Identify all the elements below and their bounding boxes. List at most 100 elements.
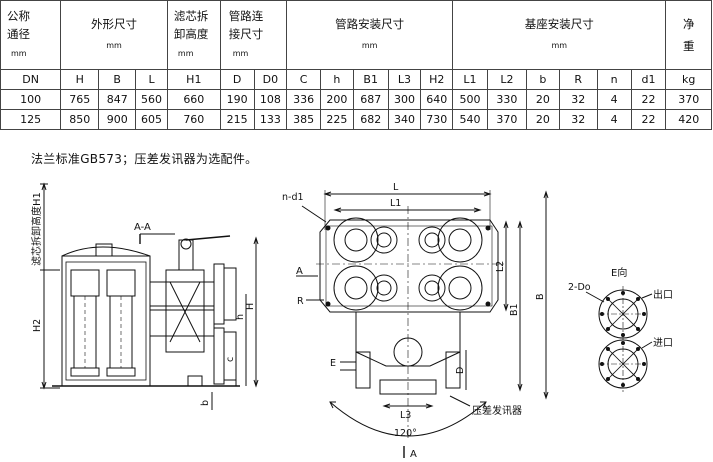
label-l1: L1 — [390, 198, 401, 209]
column-header: L2 — [486, 69, 527, 90]
column-header: h — [320, 69, 354, 90]
table-cell: 32 — [558, 109, 598, 130]
table-column-row: DN H B L H1 D D0 C h B1 L3 H2 L1 L2 b R … — [0, 69, 712, 90]
label-outlet: 出口 — [653, 288, 673, 301]
table-cell: 847 — [98, 89, 137, 110]
column-header: R — [558, 69, 598, 90]
table-row: 100 765 847 560 660 190 108 336 200 687 … — [0, 89, 712, 110]
table-cell: 660 — [166, 89, 221, 110]
table-cell: 850 — [60, 109, 100, 130]
table-cell: 22 — [630, 89, 667, 110]
column-header: d1 — [630, 69, 667, 90]
table-cell: 200 — [320, 89, 354, 110]
label-b1: B1 — [509, 303, 520, 316]
label-pressure-sensor: 压差发讯器 — [472, 404, 522, 417]
column-header: b — [525, 69, 560, 90]
label-l: L — [393, 182, 399, 193]
label-inlet: 进口 — [653, 337, 673, 349]
table-cell: 765 — [60, 89, 100, 110]
header-filter-height: 滤芯拆 卸高度 mm — [166, 0, 221, 70]
table-cell: 32 — [558, 89, 598, 110]
table-cell: 300 — [387, 89, 422, 110]
label-a-bottom: A — [410, 449, 417, 460]
table-cell: 330 — [486, 89, 527, 110]
table-cell: 125 — [0, 109, 62, 130]
label-l2: L2 — [495, 261, 506, 272]
label-l3: L3 — [400, 410, 411, 421]
label-h-big: H — [245, 303, 256, 310]
label-b: b — [200, 400, 211, 406]
spec-table: 公称 通径 mm 外形尺寸 mm 滤芯拆 卸高度 mm 管路连 接尺寸 mm 管… — [0, 0, 712, 130]
table-cell: 190 — [219, 89, 255, 110]
table-cell: 340 — [387, 109, 422, 130]
column-header: H1 — [166, 69, 221, 90]
table-cell: 4 — [596, 109, 632, 130]
side-section-view — [40, 182, 259, 410]
table-cell: 560 — [135, 89, 168, 110]
table-cell: 336 — [286, 89, 322, 110]
table-cell: 108 — [253, 89, 288, 110]
label-r: R — [297, 296, 304, 307]
table-cell: 500 — [452, 89, 488, 110]
label-h2: H2 — [32, 319, 43, 332]
label-section-aa: A-A — [134, 222, 151, 233]
header-outer-size: 外形尺寸 mm — [60, 0, 168, 70]
column-header: H — [60, 69, 100, 90]
table-cell: 385 — [286, 109, 322, 130]
bolt-holes — [325, 225, 646, 387]
table-cell: 20 — [525, 109, 560, 130]
column-header: L — [135, 69, 168, 90]
header-base-install: 基座安装尺寸 mm — [452, 0, 667, 70]
label-c: c — [225, 357, 236, 362]
table-cell: 370 — [486, 109, 527, 130]
table-cell: 605 — [135, 109, 168, 130]
label-h-small: h — [235, 314, 246, 320]
table-cell: 215 — [219, 109, 255, 130]
column-header: B — [98, 69, 137, 90]
drawing-labels: 滤芯拆卸高度H1 H2 A-A h H c b n-d1 L L1 L2 B1 … — [30, 182, 673, 460]
column-header: n — [596, 69, 632, 90]
column-header: L1 — [452, 69, 488, 90]
table-cell: 420 — [665, 109, 712, 130]
column-header: D — [219, 69, 255, 90]
table-cell: 682 — [352, 109, 389, 130]
technical-drawing: 滤芯拆卸高度H1 H2 A-A h H c b n-d1 L L1 L2 B1 … — [30, 182, 673, 460]
column-header: kg — [665, 69, 712, 90]
table-cell: 540 — [452, 109, 488, 130]
table-cell: 370 — [665, 89, 712, 110]
top-view — [296, 190, 549, 458]
header-net-weight: 净 重 — [665, 0, 712, 70]
table-cell: 900 — [98, 109, 137, 130]
table-cell: 640 — [420, 89, 454, 110]
table-cell: 20 — [525, 89, 560, 110]
table-cell: 100 — [0, 89, 62, 110]
label-e-view: E向 — [611, 266, 627, 279]
table-cell: 4 — [596, 89, 632, 110]
column-header: H2 — [420, 69, 454, 90]
table-cell: 687 — [352, 89, 389, 110]
table-row: 125 850 900 605 760 215 133 385 225 682 … — [0, 109, 712, 130]
column-header: C — [286, 69, 322, 90]
table-cell: 760 — [166, 109, 221, 130]
label-2-do: 2-Do — [568, 282, 591, 293]
label-n-d1: n-d1 — [282, 192, 304, 203]
header-pipe-connection: 管路连 接尺寸 mm — [219, 0, 288, 70]
table-cell: 730 — [420, 109, 454, 130]
table-cell: 22 — [630, 109, 667, 130]
label-h1: 滤芯拆卸高度H1 — [30, 192, 43, 266]
flange-standard-note: 法兰标准GB573；压差发讯器为选配件。 — [31, 152, 258, 166]
header-pipe-install: 管路安装尺寸 mm — [286, 0, 454, 70]
label-e: E — [330, 358, 336, 369]
column-header: DN — [0, 69, 62, 90]
label-a-left: A — [296, 266, 303, 277]
column-header: L3 — [387, 69, 422, 90]
column-header: D0 — [253, 69, 288, 90]
table-cell: 225 — [320, 109, 354, 130]
table-cell: 133 — [253, 109, 288, 130]
e-direction-view — [585, 286, 653, 392]
label-angle: 120° — [394, 428, 417, 439]
column-header: B1 — [352, 69, 389, 90]
header-dn: 公称 通径 mm — [0, 0, 62, 70]
table-header-row: 公称 通径 mm 外形尺寸 mm 滤芯拆 卸高度 mm 管路连 接尺寸 mm 管… — [0, 0, 712, 70]
label-d: D — [455, 367, 466, 374]
